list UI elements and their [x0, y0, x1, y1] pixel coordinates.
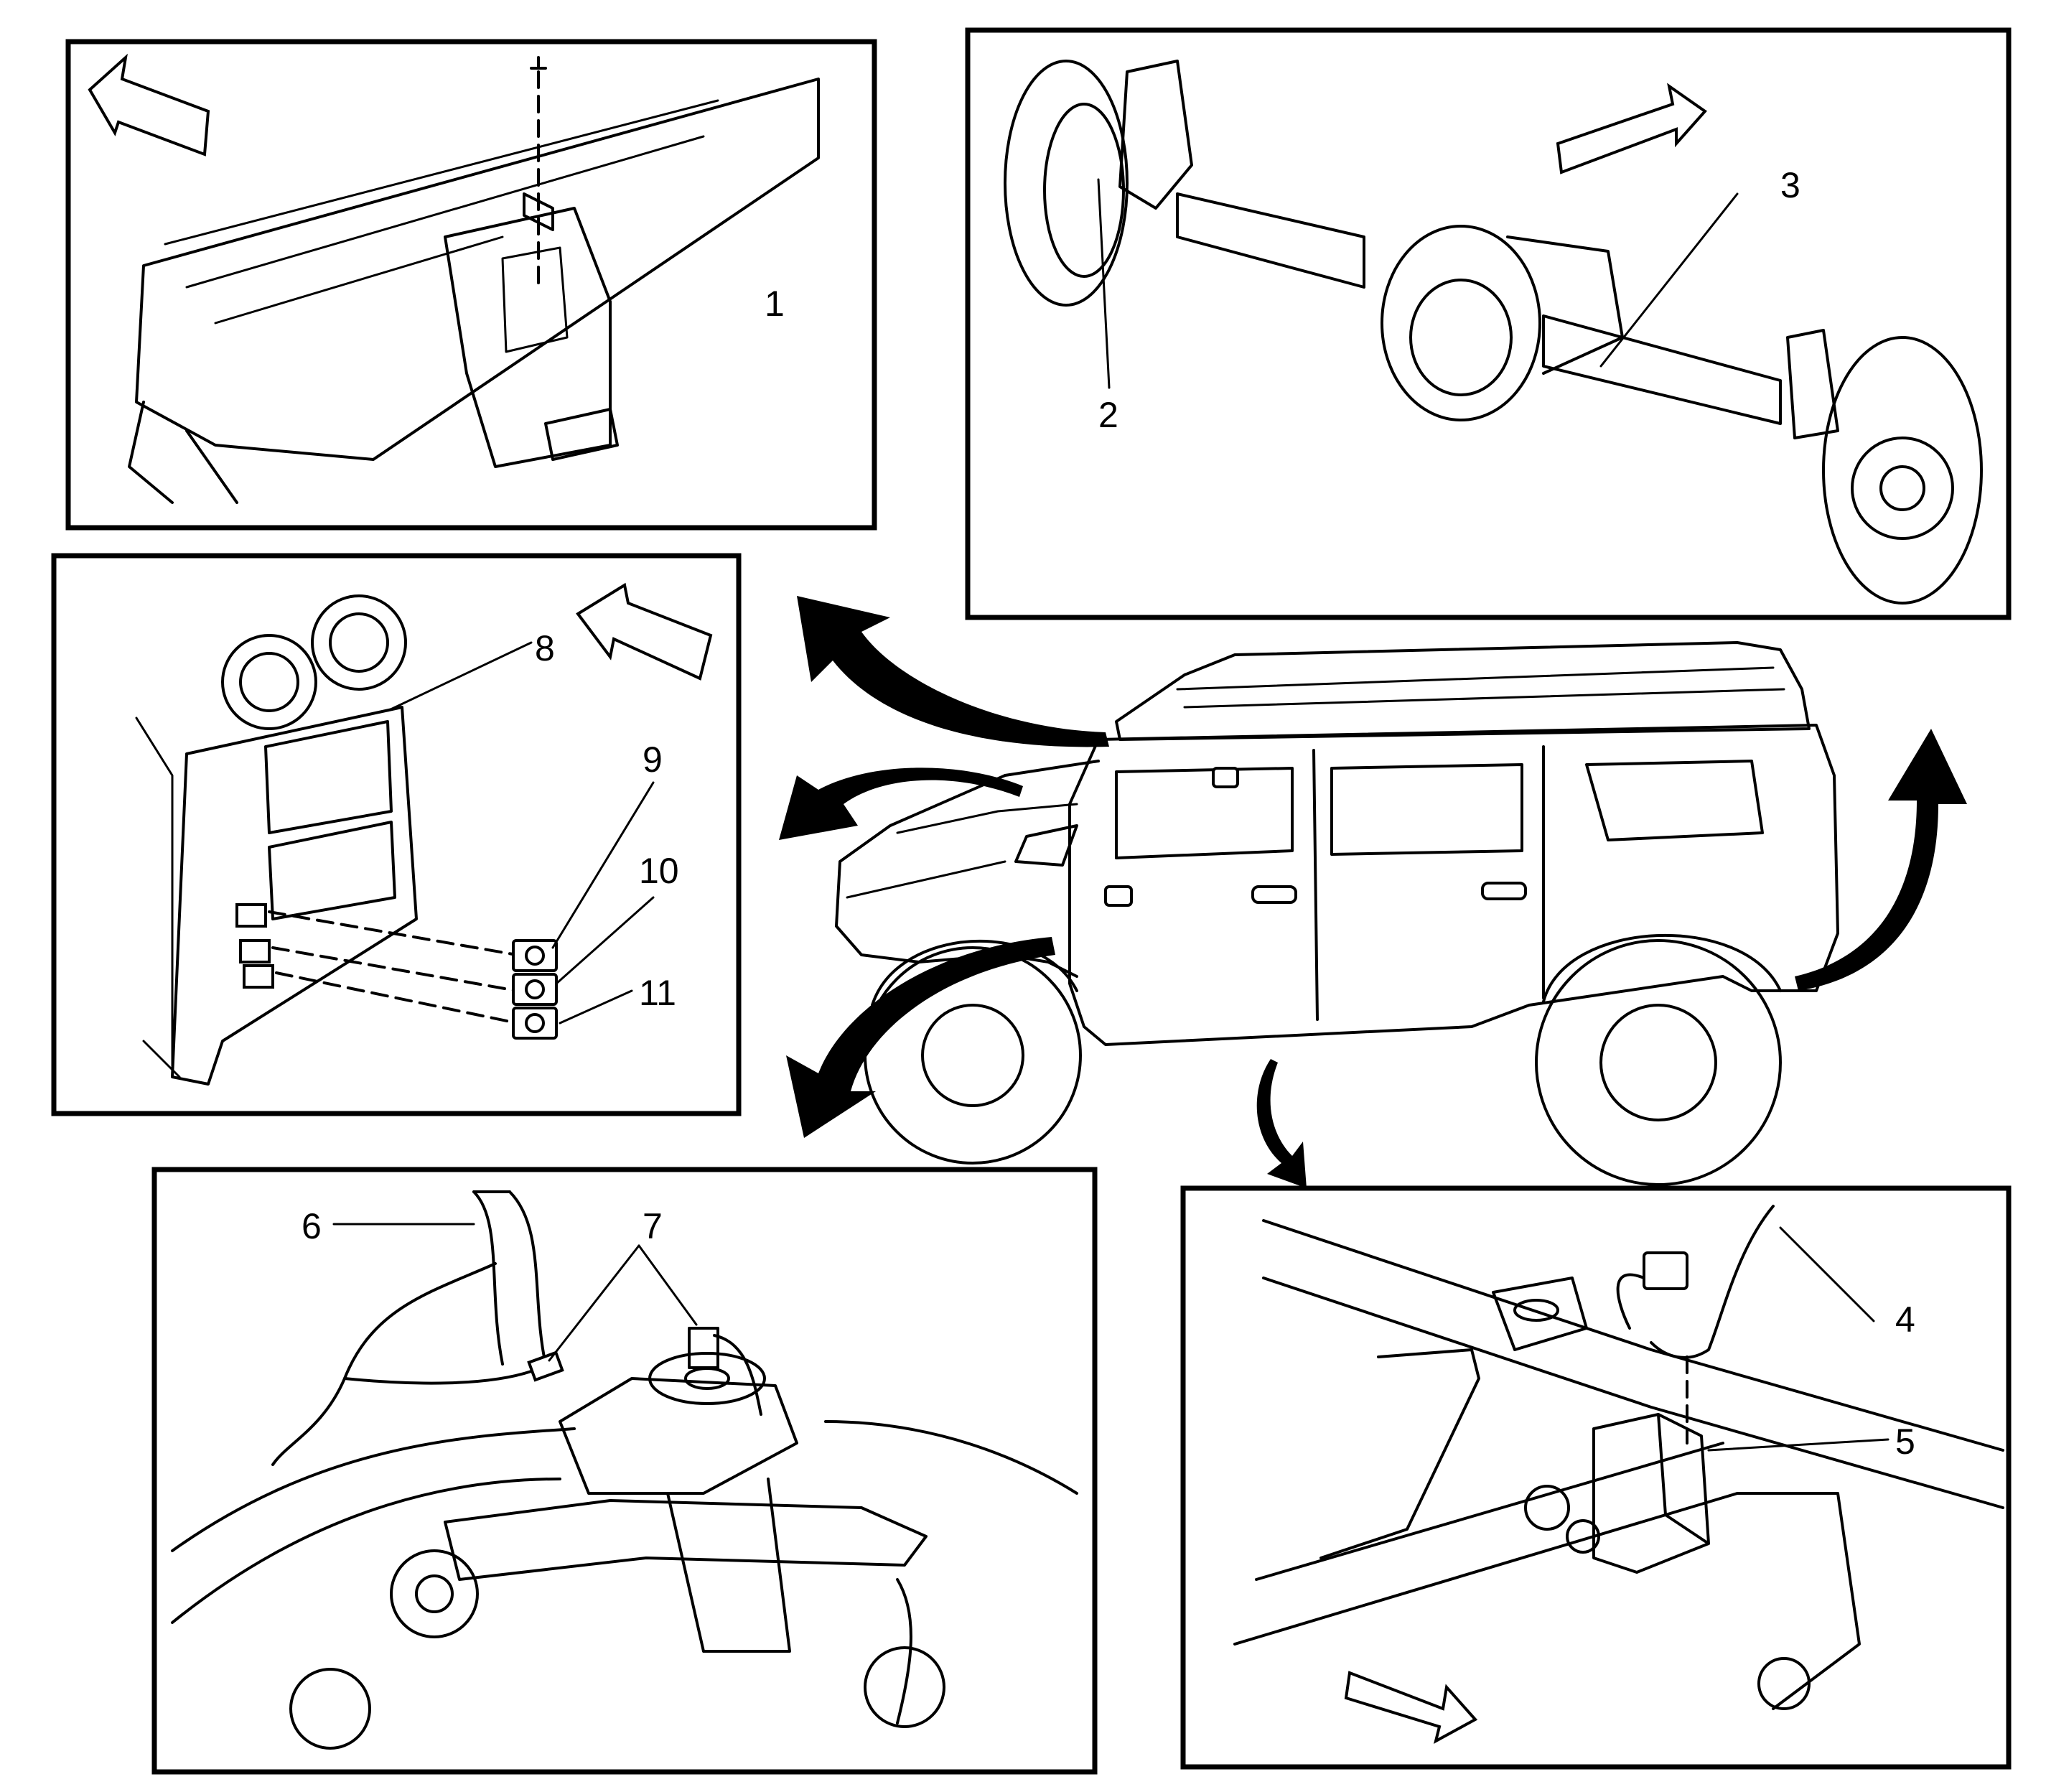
callout-1: 1	[765, 284, 785, 324]
panel-frame-module	[1180, 1185, 2012, 1770]
panel-front-suspension-sensor	[151, 1167, 1098, 1775]
panel-instrument-panel-bracket	[65, 39, 877, 531]
callout-11: 11	[639, 973, 676, 1013]
vehicle-illustration	[835, 641, 1839, 1186]
callout-2: 2	[1098, 395, 1118, 435]
callout-3: 3	[1780, 165, 1800, 205]
callout-7: 7	[643, 1206, 663, 1246]
callout-4: 4	[1895, 1299, 1915, 1340]
callout-6: 6	[302, 1206, 322, 1246]
view-arrows	[779, 596, 1967, 1188]
panel-rear-axle	[965, 27, 2012, 620]
callout-8: 8	[535, 628, 555, 668]
callout-10: 10	[639, 851, 679, 891]
callout-5: 5	[1895, 1422, 1915, 1462]
panel-center-stack-switches	[51, 553, 742, 1116]
callout-9: 9	[643, 739, 663, 780]
